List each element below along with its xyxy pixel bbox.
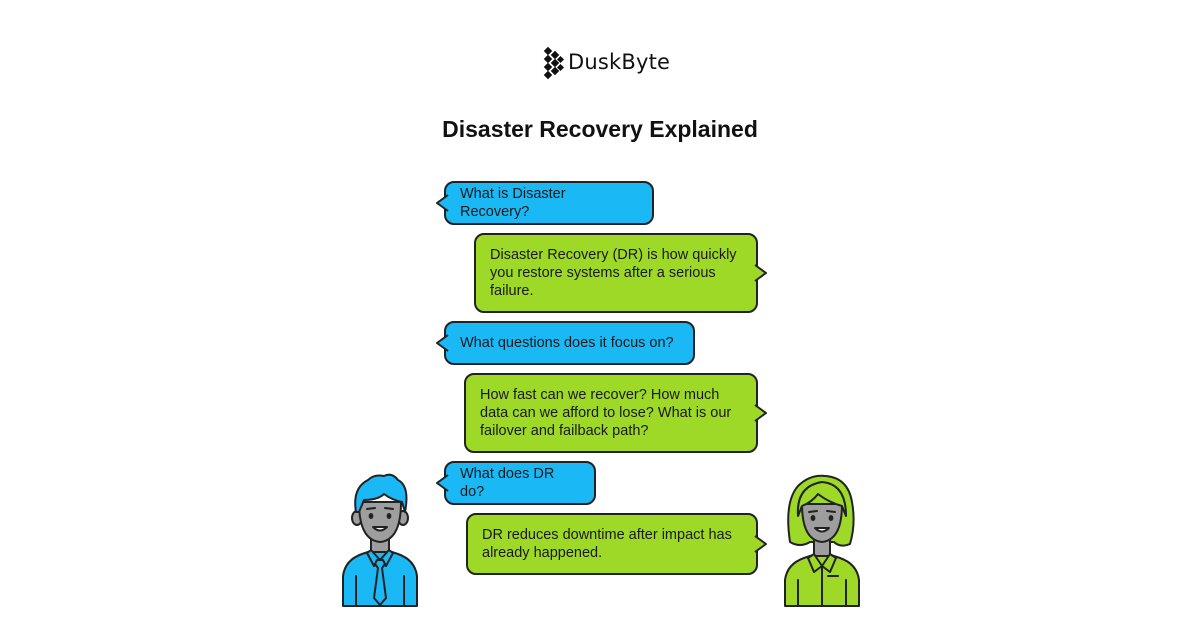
question-text: What is Disaster Recovery? xyxy=(460,186,566,220)
question-text: What does DR do? xyxy=(460,466,555,500)
brand-name: DuskByte xyxy=(568,50,671,74)
answer-text: DR reduces downtime after impact has alr… xyxy=(482,527,732,561)
bubble-tail-icon xyxy=(754,535,767,553)
question-bubble: What does DR do? xyxy=(436,461,596,505)
answer-bubble: How fast can we recover? How much data c… xyxy=(464,373,767,453)
bubble-tail-icon xyxy=(436,334,449,352)
question-bubble: What questions does it focus on? xyxy=(436,321,695,365)
page-title: Disaster Recovery Explained xyxy=(442,116,758,142)
bubble-tail-icon xyxy=(436,194,449,212)
answer-text: How fast can we recover? How much data c… xyxy=(480,387,732,439)
question-bubble: What is Disaster Recovery? xyxy=(436,181,654,225)
answer-bubble: Disaster Recovery (DR) is how quickly yo… xyxy=(474,233,767,313)
question-text: What questions does it focus on? xyxy=(460,335,674,351)
bubble-tail-icon xyxy=(754,404,767,422)
logo-mark-icon xyxy=(543,46,565,80)
answer-text: Disaster Recovery (DR) is how quickly yo… xyxy=(490,247,737,299)
woman-character-icon xyxy=(784,474,860,607)
man-character-icon xyxy=(342,473,418,607)
brand-logo: DuskByte xyxy=(543,44,670,80)
answer-bubble: DR reduces downtime after impact has alr… xyxy=(466,513,767,575)
bubble-tail-icon xyxy=(754,264,767,282)
bubble-tail-icon xyxy=(436,474,449,492)
